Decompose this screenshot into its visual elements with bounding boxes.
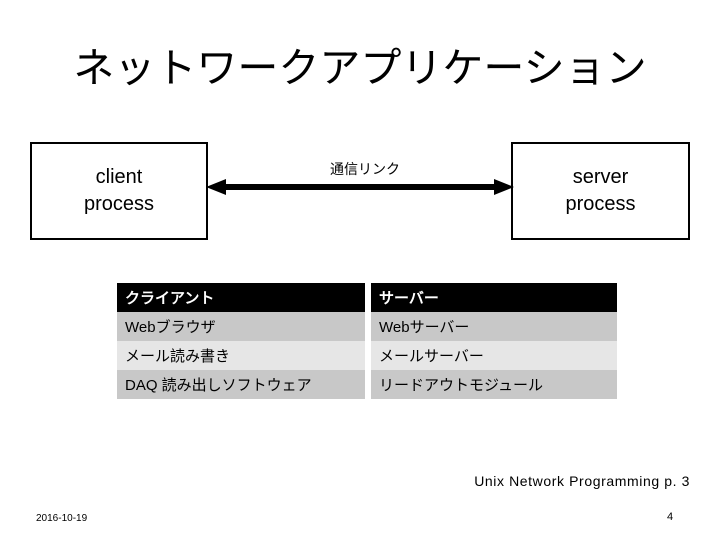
server-process-label-line2: process <box>565 193 636 215</box>
table-header-row: クライアント サーバー <box>117 283 617 312</box>
client-process-label-line2: process <box>83 193 155 215</box>
table-row: メール読み書き メールサーバー <box>117 341 617 370</box>
double-headed-arrow-icon <box>206 179 514 195</box>
server-process-box: server process <box>511 142 690 240</box>
client-process-box: client process <box>30 142 208 240</box>
table-cell-client-1: Webブラウザ <box>117 312 371 341</box>
footer-date: 2016-10-19 <box>36 513 88 524</box>
table-row: DAQ 読み出しソフトウェア リードアウトモジュール <box>117 370 617 399</box>
table-cell-client-2: メール読み書き <box>117 341 371 370</box>
table-row: Webブラウザ Webサーバー <box>117 312 617 341</box>
table-cell-client-3: DAQ 読み出しソフトウェア <box>117 370 371 399</box>
communication-link-label: 通信リンク <box>330 161 400 177</box>
footer-page-number: 4 <box>666 511 674 523</box>
table-header-client: クライアント <box>117 283 371 312</box>
source-reference-note: Unix Network Programming p. 3 <box>474 473 690 489</box>
table-cell-server-2: メールサーバー <box>371 341 617 370</box>
client-process-label-line1: client <box>95 166 143 188</box>
table-cell-server-1: Webサーバー <box>371 312 617 341</box>
table-cell-server-3: リードアウトモジュール <box>371 370 617 399</box>
table-header-server: サーバー <box>371 283 617 312</box>
page-title: ネットワークアプリケーション <box>73 45 647 91</box>
client-server-comparison-table: クライアント サーバー Webブラウザ Webサーバー メール読み書き メールサ… <box>117 283 617 399</box>
server-process-label-line1: server <box>572 166 629 188</box>
